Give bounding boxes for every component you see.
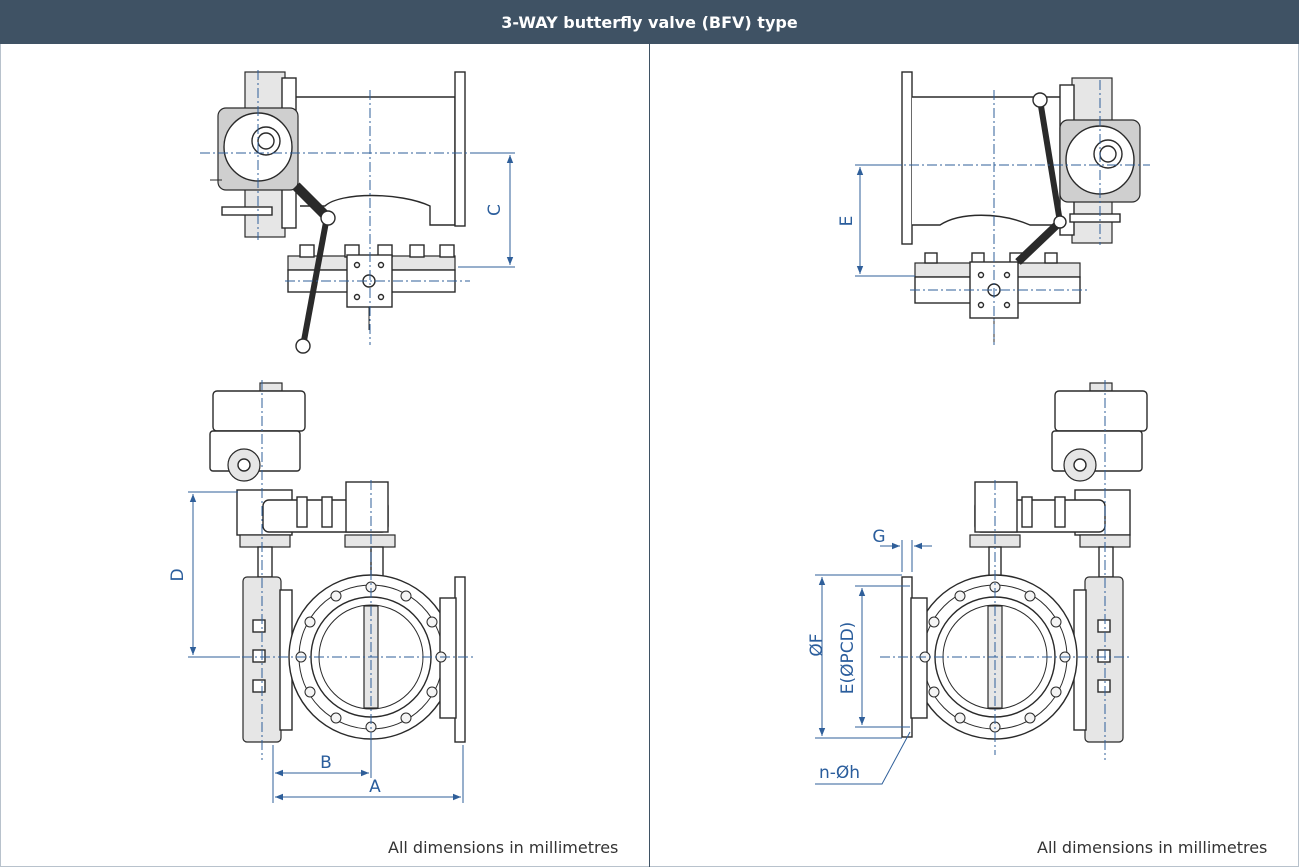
footnote-right: All dimensions in millimetres xyxy=(1037,838,1268,857)
dim-label-f: ØF xyxy=(807,633,827,656)
dim-label-c: C xyxy=(485,204,505,216)
dim-label-b: B xyxy=(320,753,332,773)
header-title: 3-WAY butterfly valve (BFV) type xyxy=(0,0,1299,44)
technical-drawing: C xyxy=(168,70,1150,803)
panel-divider xyxy=(649,44,650,867)
right-front-view: G ØF E(ØPCD) n-Øh xyxy=(807,380,1148,785)
footnote-left: All dimensions in millimetres xyxy=(388,838,619,857)
left-top-view: C xyxy=(200,70,515,354)
right-top-inlet-flange xyxy=(901,71,913,245)
left-front-view: D B A xyxy=(168,380,475,803)
dim-label-a: A xyxy=(369,777,381,797)
dim-label-g: G xyxy=(872,527,885,547)
dim-label-e-top: E xyxy=(837,216,857,227)
right-top-lever-end xyxy=(1032,92,1048,108)
left-top-outlet-flange xyxy=(454,71,466,227)
dim-label-e-pcd: E(ØPCD) xyxy=(838,622,858,695)
left-top-lever-end xyxy=(295,338,311,354)
right-top-pipe xyxy=(912,96,1071,226)
right-top-view: E xyxy=(837,71,1150,345)
left-top-pipe xyxy=(290,96,456,226)
dim-label-nh: n-Øh xyxy=(819,763,860,783)
left-front-actuator-top xyxy=(212,390,306,432)
right-front-actuator-top xyxy=(1054,390,1148,432)
dim-label-d: D xyxy=(168,568,188,581)
